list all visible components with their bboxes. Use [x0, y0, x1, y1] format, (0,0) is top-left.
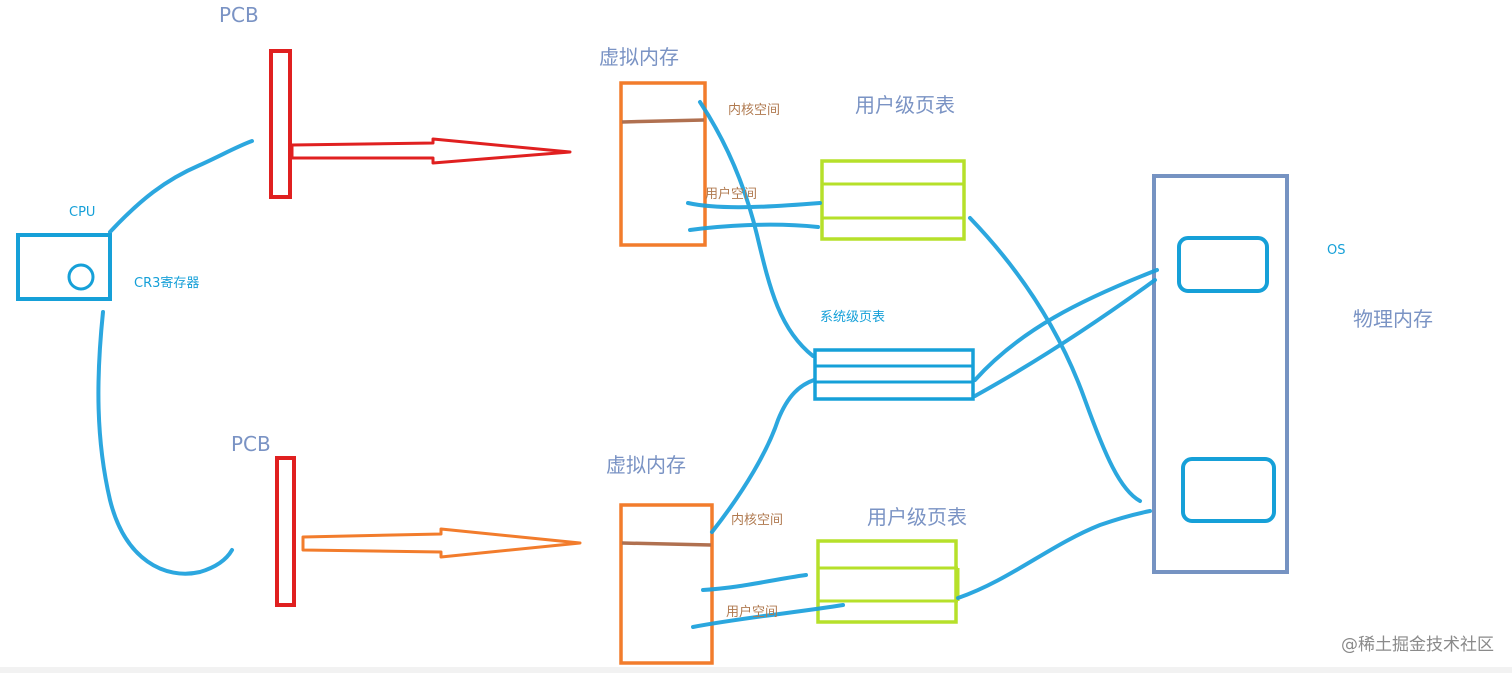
user-pt-top-label: 用户级页表 [855, 93, 955, 117]
connector-cpu-pcb-top [108, 139, 254, 234]
pcb-bottom-arrow [301, 527, 582, 559]
system-pt-label: 系统级页表 [820, 310, 886, 325]
physical-memory-box [1152, 174, 1289, 574]
vmem-bottom-divider [621, 541, 712, 547]
connector-user-pt-top-physical [968, 216, 1142, 503]
pcb-top-arrow [290, 137, 572, 165]
vmem-top-divider [621, 118, 705, 124]
kernel-space-bottom-label: 内核空间 [731, 513, 784, 528]
system-pt-box [813, 348, 975, 401]
bottom-strip [0, 667, 1512, 673]
user-space-top-label: 用户空间 [705, 187, 758, 202]
pcb-top-label: PCB [219, 3, 259, 27]
user-pt-bottom-label: 用户级页表 [867, 505, 967, 529]
cpu-box [16, 233, 112, 301]
pcb-top-bar [269, 49, 292, 199]
pcb-bottom-bar [275, 456, 296, 607]
vmem-bottom-label: 虚拟内存 [606, 453, 686, 477]
connector-vmem-bottom-user-pt-2 [691, 603, 845, 629]
connector-user-pt-bottom-physical [956, 509, 1152, 600]
connector-vmem-top-user-pt-2 [688, 222, 820, 232]
connector-cpu-pcb-bottom [96, 310, 234, 576]
connector-vmem-top-kernel-system-pt [698, 100, 815, 358]
os-label: OS [1327, 243, 1346, 258]
watermark: @稀土掘金技术社区 [1341, 635, 1494, 655]
physical-memory-label: 物理内存 [1353, 307, 1433, 331]
physical-memory-block-top [1177, 236, 1269, 293]
connector-vmem-top-user-pt-1 [686, 201, 822, 210]
kernel-space-top-label: 内核空间 [728, 103, 781, 118]
vmem-top-label: 虚拟内存 [599, 45, 679, 69]
connector-vmem-bottom-system-pt [710, 378, 816, 534]
cpu-label: CPU [69, 205, 96, 220]
vmem-bottom-box [619, 503, 714, 665]
physical-memory-block-bottom [1181, 457, 1276, 523]
user-pt-top-box [820, 159, 966, 241]
vmem-top-box [619, 81, 707, 247]
pcb-bottom-label: PCB [231, 432, 271, 456]
connector-vmem-bottom-user-pt-1 [701, 573, 808, 592]
user-space-bottom-label: 用户空间 [726, 605, 779, 620]
connector-system-pt-physical-1 [973, 268, 1159, 382]
connector-system-pt-physical-2 [973, 278, 1157, 398]
cr3-register [67, 263, 95, 291]
user-pt-bottom-box [816, 539, 958, 624]
cr3-label: CR3寄存器 [134, 276, 200, 291]
